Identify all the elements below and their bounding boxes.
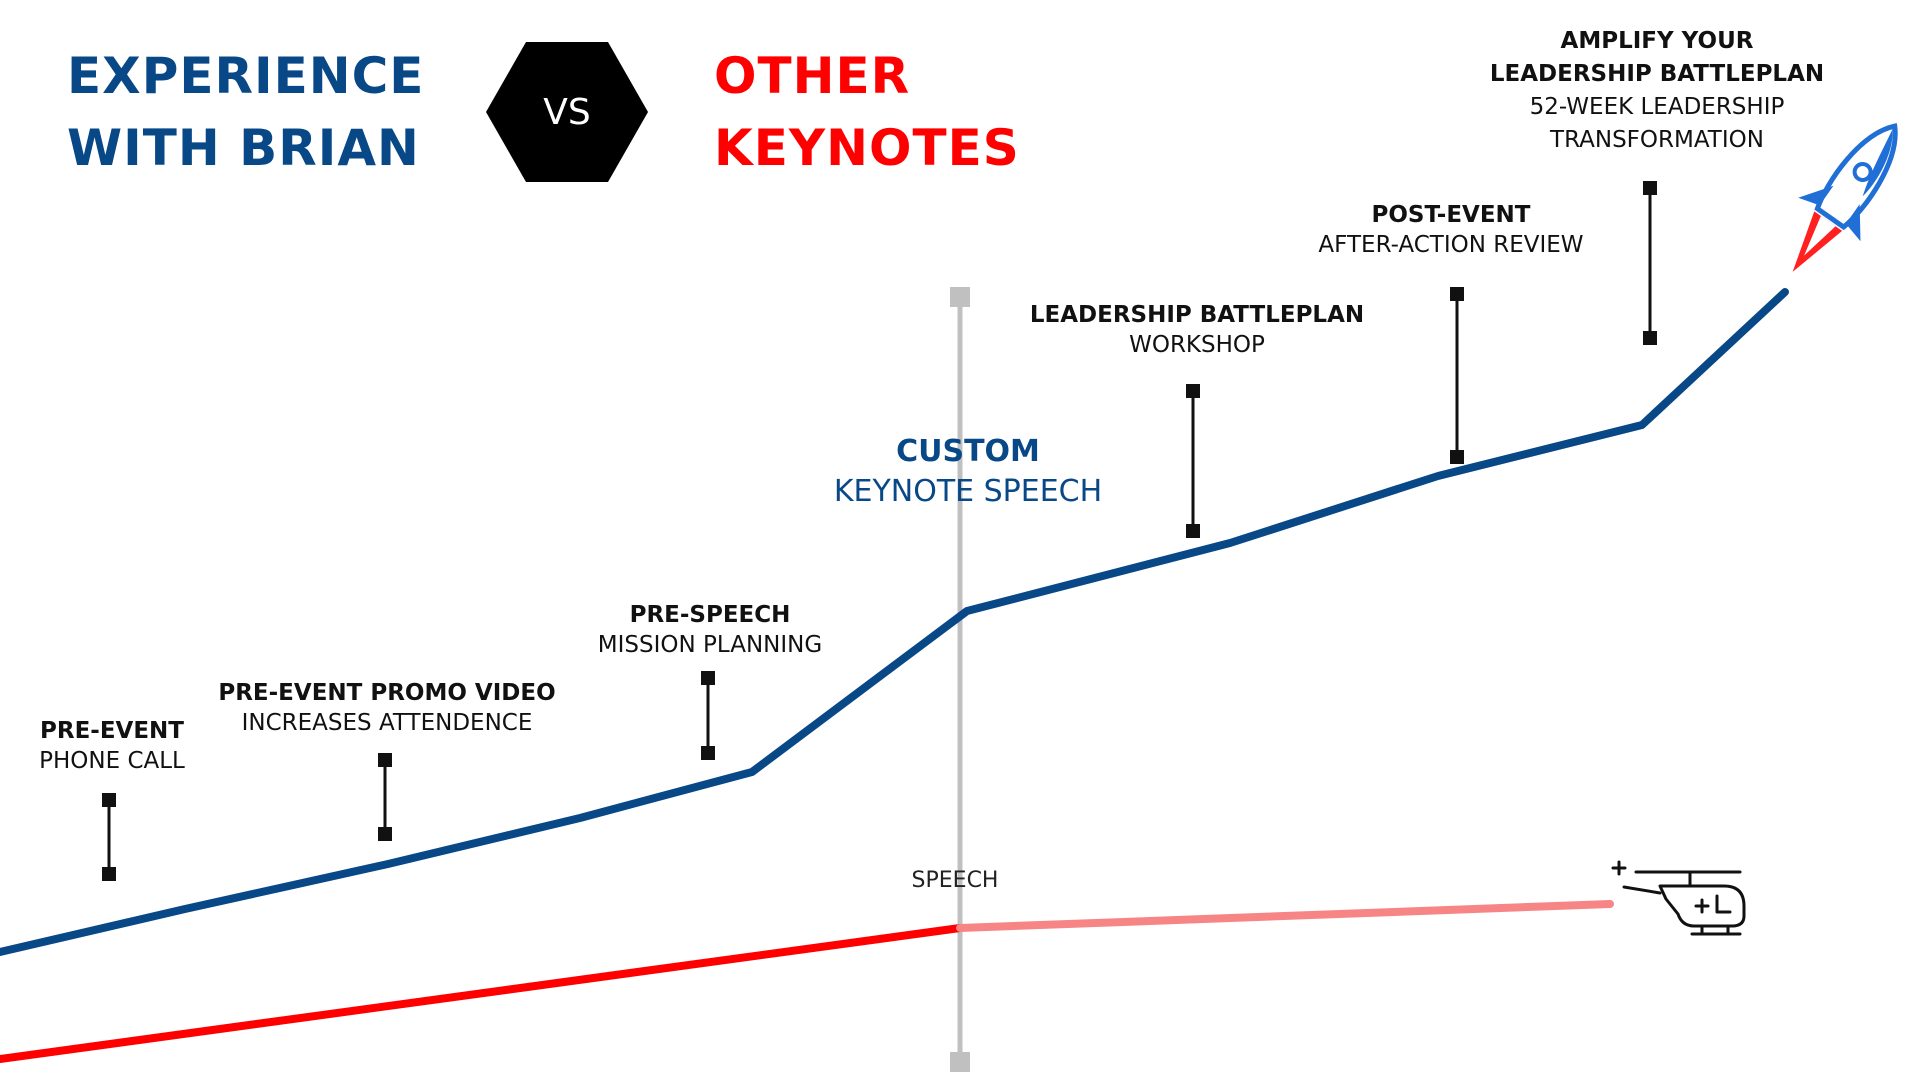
marker-pre-event [102, 793, 116, 881]
medical-helicopter-icon [1611, 860, 1746, 936]
label-amplify-subtitle-line-2: TRANSFORMATION [1550, 127, 1764, 153]
speech-divider-label: SPEECH [911, 868, 999, 893]
experience-title-line-2: WITH BRIAN [67, 119, 420, 177]
vs-text: VS [543, 91, 591, 133]
label-promo-video-subtitle: INCREASES ATTENDENCE [241, 710, 533, 736]
other-keynotes-line-after-speech [956, 900, 1614, 932]
label-promo-video-title: PRE-EVENT PROMO VIDEO [218, 680, 556, 706]
label-custom-subtitle: KEYNOTE SPEECH [833, 474, 1103, 509]
hexagon-shape [486, 42, 648, 182]
label-custom-title: CUSTOM [896, 434, 1040, 469]
other-keynotes-line-before-speech [0, 924, 964, 1063]
label-post-event-subtitle: AFTER-ACTION REVIEW [1318, 232, 1584, 258]
speech-divider-cap-top [950, 287, 970, 307]
label-post-event-title: POST-EVENT [1371, 202, 1531, 228]
label-pre-speech-title: PRE-SPEECH [629, 602, 791, 628]
marker-battleplan [1186, 384, 1200, 538]
marker-promo-video [378, 753, 392, 841]
label-pre-event-subtitle: PHONE CALL [39, 748, 185, 774]
label-battleplan: LEADERSHIP BATTLEPLAN WORKSHOP [987, 300, 1407, 360]
label-pre-event: PRE-EVENT PHONE CALL [0, 716, 322, 776]
label-pre-speech-subtitle: MISSION PLANNING [597, 632, 823, 658]
marker-post-event [1450, 287, 1464, 464]
experience-line [0, 288, 1789, 956]
other-keynotes-title: OTHER KEYNOTES [714, 40, 1020, 184]
label-promo-video: PRE-EVENT PROMO VIDEO INCREASES ATTENDEN… [177, 678, 597, 738]
label-battleplan-title: LEADERSHIP BATTLEPLAN [1029, 302, 1365, 328]
marker-amplify [1643, 181, 1657, 345]
marker-pre-speech [701, 671, 715, 760]
experience-title-line-1: EXPERIENCE [67, 47, 425, 105]
rocket-icon [1792, 123, 1898, 272]
label-amplify-title-line-2: LEADERSHIP BATTLEPLAN [1489, 61, 1825, 87]
label-amplify-title-line-1: AMPLIFY YOUR [1560, 28, 1754, 54]
other-keynotes-title-line-1: OTHER [714, 47, 911, 105]
experience-title: EXPERIENCE WITH BRIAN [67, 40, 424, 184]
label-amplify: AMPLIFY YOUR LEADERSHIP BATTLEPLAN 52-WE… [1447, 25, 1867, 157]
vs-badge: VS [486, 42, 648, 182]
label-post-event: POST-EVENT AFTER-ACTION REVIEW [1241, 200, 1661, 260]
other-keynotes-title-line-2: KEYNOTES [714, 119, 1020, 177]
label-battleplan-subtitle: WORKSHOP [1129, 332, 1265, 358]
label-amplify-subtitle-line-1: 52-WEEK LEADERSHIP [1529, 94, 1785, 120]
label-pre-speech: PRE-SPEECH MISSION PLANNING [500, 600, 920, 660]
label-custom-keynote: CUSTOM KEYNOTE SPEECH [758, 432, 1178, 512]
speech-divider-cap-bottom [950, 1052, 970, 1072]
label-pre-event-title: PRE-EVENT [40, 718, 184, 744]
